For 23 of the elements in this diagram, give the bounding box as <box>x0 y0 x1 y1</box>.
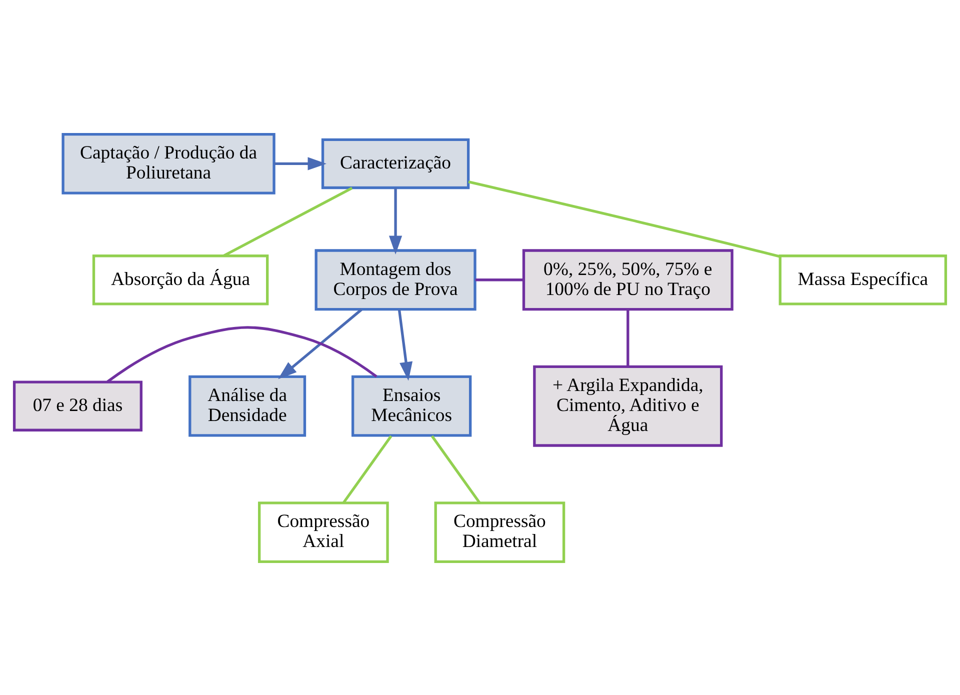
connector <box>106 326 378 382</box>
connector <box>430 434 481 504</box>
node-box: Montagem dos Corpos de Prova <box>314 248 476 310</box>
node-box: Caracterização <box>321 138 470 189</box>
node-box: Absorção da Água <box>92 254 269 305</box>
node-box: 07 e 28 dias <box>12 380 142 431</box>
node-box: Massa Específica <box>778 254 948 305</box>
connector <box>626 309 630 366</box>
node-box: Ensaios Mecânicos <box>351 374 472 436</box>
arrow <box>274 156 326 170</box>
connector <box>342 434 392 504</box>
node-box: Análise da Densidade <box>188 374 306 436</box>
arrow <box>398 309 413 380</box>
node-box: Compressão Diametral <box>434 501 566 562</box>
connector <box>223 186 353 256</box>
arrow <box>388 188 402 254</box>
connector <box>475 278 524 281</box>
node-box: + Argila Expandida, Cimento, Aditivo e Água <box>533 364 723 446</box>
connector <box>468 180 780 258</box>
arrow <box>278 308 362 379</box>
node-box: 0%, 25%, 50%, 75% e 100% de PU no Traço <box>522 248 734 310</box>
node-box: Compressão Axial <box>258 501 389 562</box>
node-box: Captação / Produção da Poliuretana <box>62 132 276 194</box>
